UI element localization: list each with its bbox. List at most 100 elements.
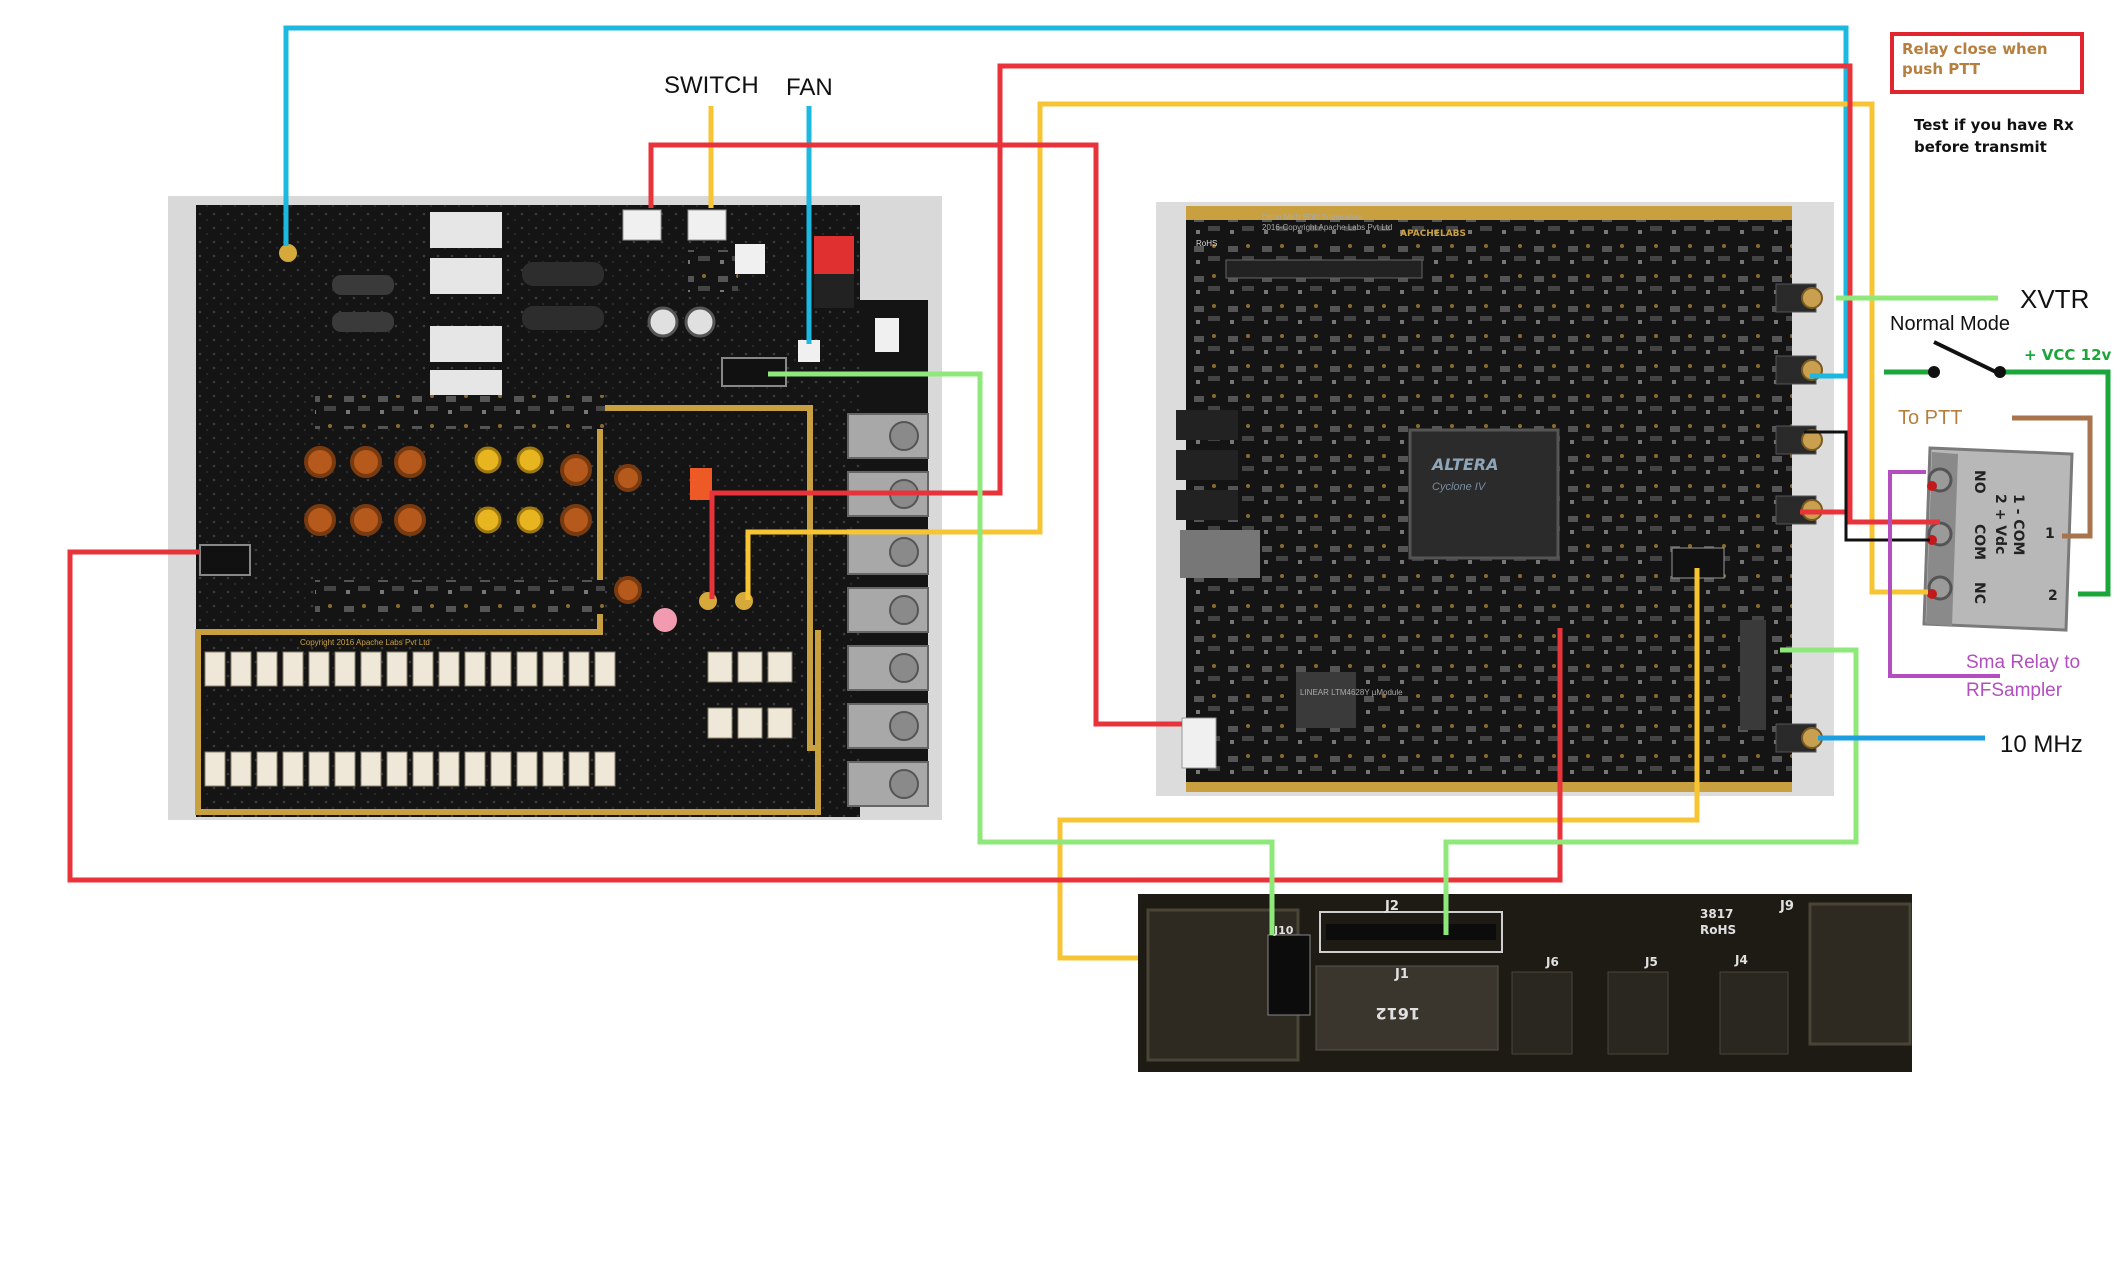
wires bbox=[67, 25, 2111, 961]
to-ptt-label: To PTT bbox=[1898, 407, 1962, 429]
relay-grid-relay bbox=[490, 651, 512, 687]
left-board-white-header bbox=[875, 318, 899, 352]
switch-connector bbox=[622, 209, 662, 241]
relay-grid-relay bbox=[308, 651, 330, 687]
center-board-copyright: 2016-Copyright Apache Labs Pvt Ltd bbox=[1262, 223, 1392, 232]
relay-note-text-line2: push PTT bbox=[1902, 60, 1981, 78]
relay-grid-relay bbox=[737, 651, 763, 683]
left-board-regulator bbox=[688, 250, 738, 292]
normal-mode-switch-contact bbox=[1994, 366, 2006, 378]
wire-brown-ptt bbox=[2012, 415, 2093, 539]
center-board-brand: APACHELABS bbox=[1400, 229, 1466, 239]
relay-grid-relay bbox=[386, 751, 408, 787]
wire-yellow-bottom bbox=[1057, 568, 1700, 961]
fpga-chip bbox=[1408, 428, 1560, 560]
lt-module-chip bbox=[1296, 672, 1356, 728]
left-filter-board: Copyright 2016 Apache Labs Pvt Ltd bbox=[168, 196, 942, 820]
bottom-board-j5-jack bbox=[1607, 971, 1669, 1055]
bottom-board-j1-label: J1 bbox=[1394, 967, 1409, 982]
relay-grid-relay bbox=[412, 651, 434, 687]
relay-grid-relay bbox=[230, 651, 252, 687]
left-board-side-header bbox=[199, 544, 251, 576]
bnc-connector-barrel bbox=[889, 653, 919, 683]
relay-grid-relay bbox=[542, 651, 564, 687]
relay-grid-relay bbox=[707, 651, 733, 683]
bottom-board-j6-jack bbox=[1511, 971, 1573, 1055]
sma-relay-body bbox=[1922, 446, 2074, 632]
sma-relay-no-text: NO bbox=[1971, 470, 1987, 494]
ten-mhz-label: 10 MHz bbox=[2000, 731, 2083, 758]
wire-green-j2 bbox=[1443, 647, 1859, 935]
bottom-connector-board: J2 J1 1612 J9 J6 J5 J4 J10 3817 RoHS bbox=[1138, 894, 1912, 1072]
relay-array-left bbox=[315, 395, 605, 614]
relay-grid-relay bbox=[412, 751, 434, 787]
switch-label: SWITCH bbox=[664, 72, 759, 99]
center-board-gold-edge-bottom bbox=[1186, 782, 1792, 792]
relay-grid-relay bbox=[334, 751, 356, 787]
relay-grid-relay bbox=[334, 651, 356, 687]
relay-grid-relay bbox=[594, 751, 616, 787]
left-board-pink-part bbox=[653, 608, 677, 632]
bottom-board-date-code: 1612 bbox=[1375, 1004, 1420, 1023]
sma-relay-dot-3 bbox=[1927, 589, 1937, 599]
relay-grid-relay bbox=[282, 651, 304, 687]
sma-relay: 1 - COM 2 + Vdc NO COM NC 1 2 bbox=[1922, 446, 2074, 632]
relay-note-box bbox=[1890, 32, 2084, 94]
center-board-side-header bbox=[1740, 620, 1766, 730]
sma-connector-gold bbox=[1801, 287, 1823, 309]
relay-grid-relay bbox=[707, 707, 733, 739]
relay-grid-relay bbox=[204, 651, 226, 687]
center-board-rohs: RoHS bbox=[1196, 239, 1217, 248]
bottom-board-rohs: RoHS bbox=[1700, 923, 1736, 937]
bnc-connector-barrel bbox=[889, 537, 919, 567]
sma-relay-dot-2 bbox=[1927, 535, 1937, 545]
relay-grid-relay bbox=[230, 751, 252, 787]
wire-red-loop bbox=[67, 549, 1563, 883]
sma-connector-gold bbox=[1801, 429, 1823, 451]
relay-grid-relay bbox=[438, 651, 460, 687]
sma-relay-nc-text: NC bbox=[1971, 582, 1987, 604]
bottom-board-j2-header bbox=[1326, 924, 1496, 940]
relay-grid-relay bbox=[737, 707, 763, 739]
relay-grid-relay bbox=[438, 751, 460, 787]
bottom-board-j4-label: J4 bbox=[1734, 953, 1748, 967]
relay-grid-relay bbox=[386, 651, 408, 687]
sma-relay-com-text: COM bbox=[1971, 524, 1987, 560]
center-board-gold-edge-top bbox=[1186, 206, 1792, 220]
bottom-board-j2-outline bbox=[1319, 911, 1503, 953]
wire-darkgreen-vcc bbox=[2000, 369, 2111, 597]
relay-grid-relay bbox=[542, 751, 564, 787]
fpga-brand-text: ALTERA bbox=[1430, 455, 1498, 474]
xvtr-label: XVTR bbox=[2020, 284, 2089, 314]
sma-relay-dot-1 bbox=[1927, 481, 1937, 491]
wire-red-switch bbox=[648, 142, 1182, 727]
fan-label: FAN bbox=[786, 74, 833, 101]
bnc-connector-column bbox=[847, 413, 929, 807]
wire-green-j10 bbox=[768, 371, 1275, 935]
bottom-board-jack-right bbox=[1808, 902, 1912, 1046]
relay-grid-relay bbox=[256, 751, 278, 787]
center-board-title: Orion MKII SDR Transceiver bbox=[1262, 213, 1363, 222]
bottom-board-j4-jack bbox=[1719, 971, 1789, 1055]
audio-jack-2 bbox=[1176, 450, 1238, 480]
power-connector-red bbox=[814, 236, 854, 274]
relay-grid-relay bbox=[516, 651, 538, 687]
test-note-text: Test if you have Rx bbox=[1914, 116, 2074, 134]
diagram-labels: SWITCH FAN Relay close when push PTT Tes… bbox=[664, 40, 2112, 758]
bottom-board-code: 3817 bbox=[1700, 907, 1733, 921]
wire-cyan-sma bbox=[283, 25, 1849, 379]
wire-yellow-relay-nc bbox=[745, 101, 1928, 600]
bottom-board-j6-label: J6 bbox=[1545, 955, 1559, 969]
fpga-model-text: Cyclone IV bbox=[1432, 481, 1487, 493]
relay-grid-relay bbox=[360, 651, 382, 687]
center-board-top-header bbox=[1225, 259, 1423, 279]
audio-jack-3 bbox=[1176, 490, 1238, 520]
bnc-connector-barrel bbox=[889, 769, 919, 799]
left-board-capacitor-1 bbox=[647, 306, 679, 338]
relay-grid-relay bbox=[282, 751, 304, 787]
normal-mode-switch-lever bbox=[1933, 340, 1997, 374]
left-board-white-block bbox=[735, 244, 765, 274]
wire-purple-rfsampler bbox=[1888, 470, 2000, 678]
fan-connector bbox=[798, 340, 820, 362]
